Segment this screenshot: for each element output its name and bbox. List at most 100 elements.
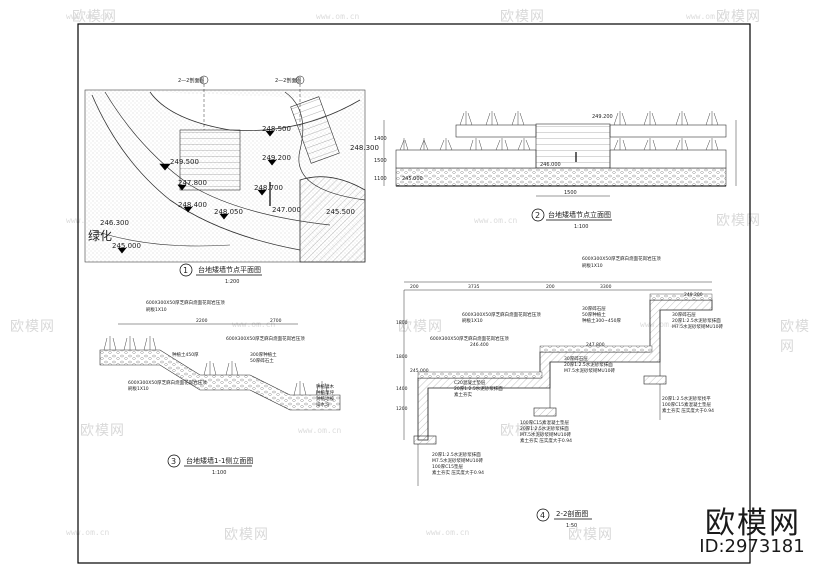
watermark-url: www.om.cn (316, 12, 360, 21)
watermark-url: www.om.cn (232, 320, 276, 329)
note: C20混凝土垫层 (454, 379, 486, 386)
dim-label: 2700 (270, 318, 282, 324)
note: 20厚1:2.5水泥砂浆抹面 (564, 361, 613, 368)
dim-label: 2200 (196, 318, 208, 324)
note: M7.5水泥砂浆砌MU10砖 (432, 457, 483, 464)
footing (413, 435, 437, 445)
level-label: 248.500 (262, 125, 291, 133)
note: 种植草坪 (316, 389, 334, 396)
level-label: 249.200 (592, 114, 613, 120)
watermark-brand: 欧模网 (224, 527, 269, 543)
plan-side-text: 绿化 (88, 228, 112, 243)
note: M7.5水泥砂浆砌MU10砖 (564, 367, 615, 374)
plan-view: 249.500 248.500 247.800 249.200 248.700 … (84, 75, 379, 285)
note: 600X300X50厚芝麻白烧面花岗岩压顶 (430, 335, 509, 342)
note: 100厚C15素混凝土垫层 (520, 419, 569, 426)
watermark-brand: 欧模网 (716, 213, 761, 229)
level-label: 245.000 (402, 176, 423, 182)
note: 20厚1:2.5水泥砂浆抹面 (432, 451, 481, 458)
note: 600X300X50厚芝麻白烧面花岗岩压顶 (582, 255, 661, 262)
dim-label: 1400 (374, 136, 387, 142)
terraced-wall (99, 349, 341, 411)
note: 20厚1:2.5水泥砂浆找平 (662, 395, 711, 402)
watermark-url: www.om.cn (686, 12, 730, 21)
elevation-view: 1400 1500 1500 1100 249.200 246.000 245.… (374, 111, 737, 230)
section-mark: 2—2剖面图 (178, 77, 204, 84)
drawing-number: 1 (183, 266, 188, 275)
note: 30厚碎石层 (564, 355, 588, 362)
note: 排水沟 (316, 401, 330, 408)
elevation-steps (535, 123, 611, 169)
plan-planting-bed (299, 176, 366, 263)
watermark-url: www.om.cn (426, 528, 470, 537)
note: 刷板1X10 (582, 262, 603, 269)
grass-clumps (103, 336, 329, 396)
drawing-number: 2 (535, 211, 540, 220)
note: M7.5水泥砂浆砌MU10砖 (672, 323, 723, 330)
note: 300厚种植土 (250, 351, 277, 358)
note: 种植地被 (316, 395, 334, 402)
footing (643, 375, 667, 385)
note: 100厚C15垫层 (432, 463, 463, 470)
note: M7.5水泥砂浆砌MU10砖 (520, 431, 571, 438)
level-label: 245.000 (112, 242, 141, 250)
watermark-brand: 欧模网 (780, 319, 810, 355)
watermark-url: www.om.cn (298, 426, 342, 435)
dim-label: 1500 (564, 190, 577, 196)
level-label: 246.400 (470, 342, 489, 348)
drawing-scale: 1:50 (566, 523, 577, 529)
note: 素土夯实 (454, 391, 472, 398)
watermark-brand: 欧模网 (10, 319, 55, 335)
dim-label: 200 (546, 284, 555, 290)
note: 600X300X50厚芝麻白烧面花岗岩压顶 (226, 335, 305, 342)
grass-clumps (399, 111, 719, 151)
section-view: 600X300X50厚芝麻白烧面花岗岩压顶 刷板1X10 200 3735 20… (396, 255, 723, 529)
note: 600X300X50厚芝麻白烧面花岗岩压顶 (128, 379, 207, 386)
note: 100厚C15素混凝土垫层 (662, 401, 711, 408)
side-view: 600X300X50厚芝麻白烧面花岗岩压顶 刷板1X10 2200 2700 6… (99, 299, 341, 476)
drawing-scale: 1:100 (574, 224, 588, 230)
plan-path-curve (91, 94, 301, 251)
level-label: 249.200 (684, 292, 703, 298)
level-label: 249.200 (262, 154, 291, 162)
note: 刷板1X10 (146, 306, 167, 313)
note: 30厚碎石层 (672, 311, 696, 318)
note: 素土夯实 压实度大于0.94 (520, 437, 572, 444)
drawing-title: 台地矮墙节点立面图 (548, 210, 611, 219)
level-label: 249.500 (170, 158, 199, 166)
watermark-brand: 欧模网 (72, 9, 117, 25)
drawing-number-badge (179, 263, 193, 277)
note: 20厚1:2.5水泥砂浆抹面 (672, 317, 721, 324)
watermark-brand: 欧模网 (500, 9, 545, 25)
note: 20厚1:2.5水泥砂浆抹面 (454, 385, 503, 392)
dim-label: 1500 (374, 158, 387, 164)
brand-logo-text: 欧模网 (705, 506, 801, 541)
level-label: 248.300 (350, 144, 379, 152)
dim-label: 1800 (396, 354, 408, 360)
dim-label: 200 (410, 284, 419, 290)
watermark-url: www.om.cn (474, 216, 518, 225)
dim-label: 3735 (468, 284, 480, 290)
note: 30厚碎石层 (582, 305, 606, 312)
note: 刷板1X10 (128, 385, 149, 392)
note: 种植灌木 (316, 383, 334, 390)
drawing-title: 台地矮墙节点平面图 (198, 265, 261, 274)
model-id-label: ID:2973181 (699, 536, 805, 557)
level-label: 247.800 (586, 342, 605, 348)
level-label: 245.500 (326, 208, 355, 216)
watermark-url: www.om.cn (66, 12, 110, 21)
drawing-scale: 1:100 (212, 470, 226, 476)
watermark-brand: 欧模网 (568, 527, 613, 543)
dim-label: 1200 (396, 406, 408, 412)
note: 种植土300~450厚 (582, 317, 621, 324)
dim-label: 1100 (374, 176, 387, 182)
note: 素土夯实 压实度大于0.94 (432, 469, 484, 476)
elevation-ground (395, 167, 727, 187)
drawing-title: 2-2剖面图 (556, 509, 588, 518)
watermark-url: www.om.cn (66, 528, 110, 537)
note: 20厚1:2.5水泥砂浆抹面 (520, 425, 569, 432)
watermark-brand: 欧模网 (716, 9, 761, 25)
drawing-number: 4 (540, 511, 545, 520)
